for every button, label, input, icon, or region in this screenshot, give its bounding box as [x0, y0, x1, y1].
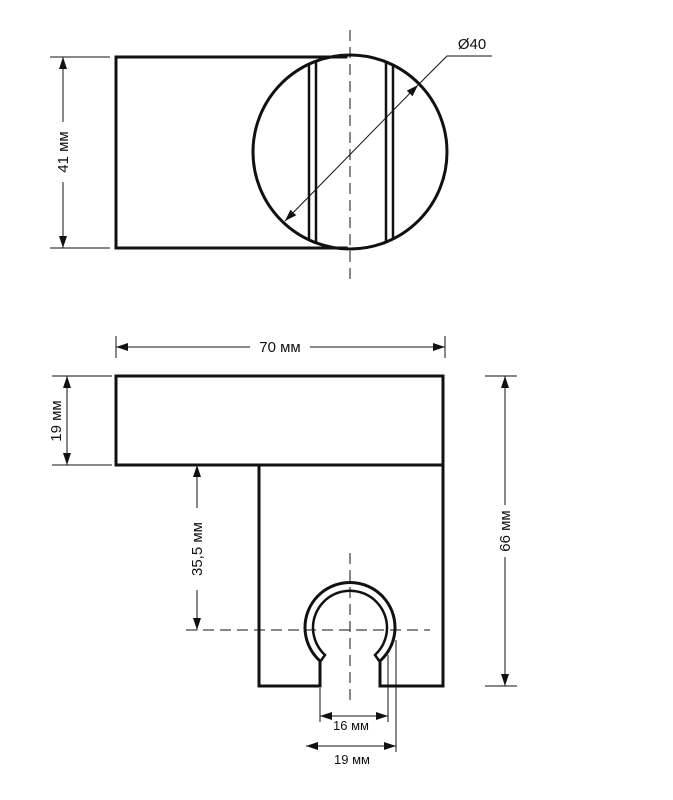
hook-outer-ring: [303, 581, 397, 688]
diameter-label: Ø40: [458, 36, 486, 53]
top-view: Ø40 41 мм: [50, 30, 492, 284]
slot-width-label: 16 мм: [333, 718, 369, 733]
width-label: 70 мм: [259, 339, 300, 356]
mounting-block: [114, 374, 445, 467]
diameter-leader-line: [417, 55, 492, 86]
hook-width-label: 19 мм: [334, 752, 370, 767]
height-label: 41 мм: [55, 131, 72, 172]
block-height-label: 19 мм: [48, 400, 65, 441]
front-view: 70 мм 19 мм 35,5 мм 66 мм 16 мм 19 мм: [48, 336, 517, 767]
holder-body: [257, 463, 445, 688]
diameter-dimension-line: [284, 84, 419, 222]
total-height-label: 66 мм: [497, 510, 514, 551]
hook-offset-label: 35,5 мм: [189, 522, 206, 576]
